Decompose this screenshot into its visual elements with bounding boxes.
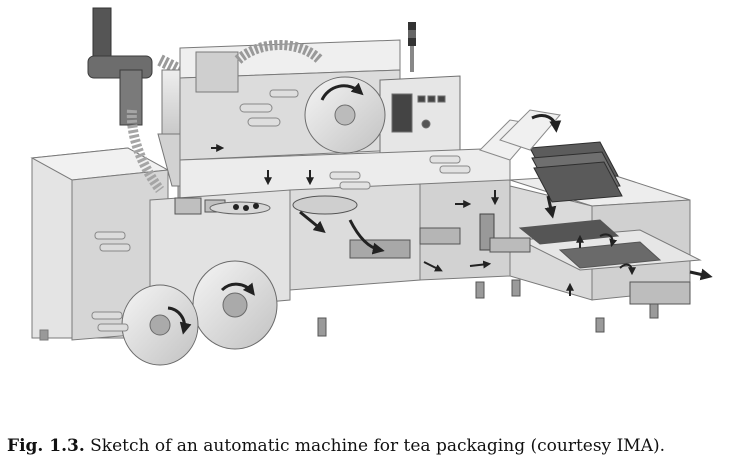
figure-caption-text: Sketch of an automatic machine for tea p… <box>90 436 666 456</box>
left-cabinet <box>30 147 170 341</box>
outfeed-conveyor <box>489 195 713 305</box>
tea-packaging-machine-illustration <box>30 7 713 366</box>
middle-rods <box>329 155 471 190</box>
lower-film-reels <box>121 260 278 366</box>
figure-caption: Fig. 1.3. Sketch of an automatic machine… <box>7 436 737 456</box>
middle-mechanism <box>174 144 499 272</box>
upper-rods <box>239 89 299 127</box>
feed-pipe <box>87 7 219 126</box>
envelope-strip <box>479 109 562 161</box>
tea-bag-stack <box>529 141 623 203</box>
control-panel <box>379 75 461 157</box>
signal-tower <box>408 22 416 72</box>
middle-section <box>149 147 511 313</box>
left-rods <box>91 231 131 332</box>
upper-film-reel <box>304 76 386 154</box>
figure-caption-label: Fig. 1.3. <box>7 436 85 456</box>
